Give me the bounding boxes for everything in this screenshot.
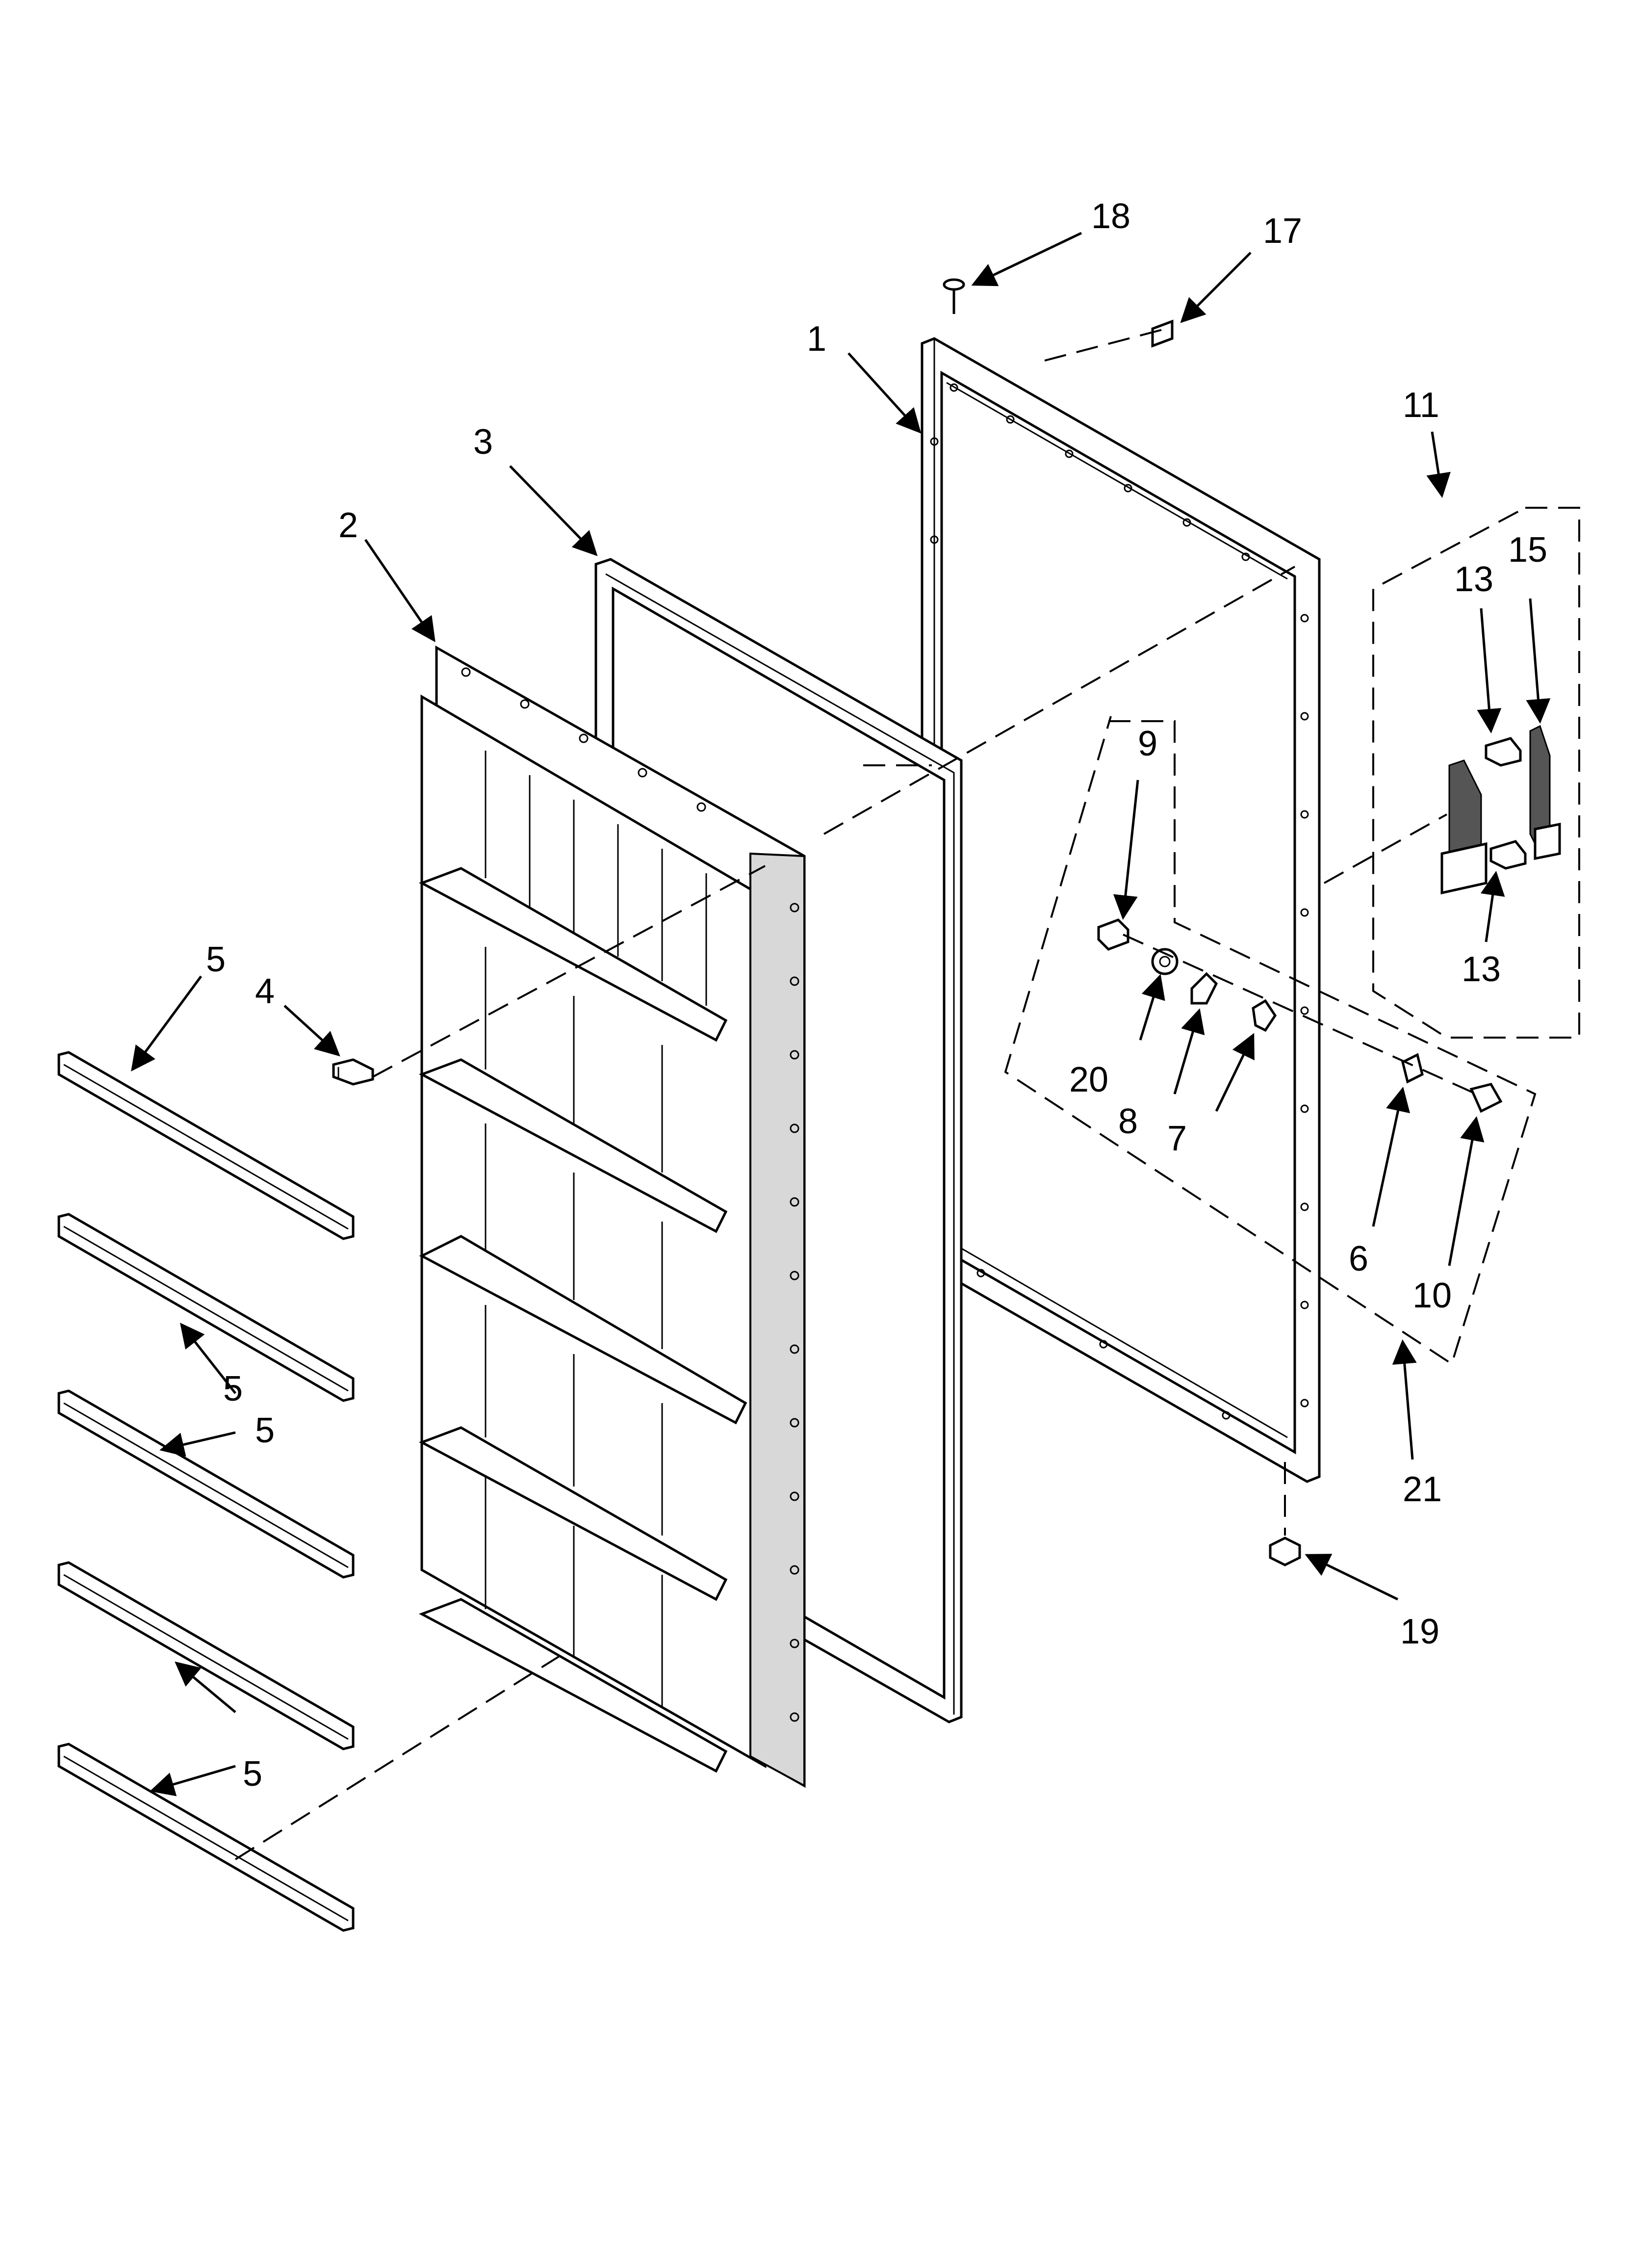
callout-11: 11 [1403, 386, 1439, 425]
callout-17: 15 [1508, 530, 1547, 570]
leader-arrows [131, 232, 1551, 1797]
hinge-parts [1097, 918, 1503, 1113]
liner-mounting-holes [461, 667, 799, 1722]
door-panel-frame [921, 337, 1321, 1483]
liner-shelves [418, 867, 747, 1773]
callout-4: 4 [255, 972, 275, 1011]
callout-5-a: 5 [206, 940, 226, 979]
callout-1: 1 [807, 319, 826, 359]
callout-7: 7 [1167, 1119, 1187, 1158]
callout-13-a: 13 [1454, 560, 1493, 599]
callout-10: 10 [1412, 1276, 1452, 1315]
shelf-retainer-bars [57, 1051, 355, 1932]
callout-21: 21 [1403, 1470, 1442, 1509]
callout-8: 8 [1118, 1102, 1138, 1141]
assembly-lines [234, 329, 1580, 1860]
callout-5-d: 5 [243, 1754, 262, 1794]
retainer-bar-1 [57, 1051, 355, 1240]
callout-9: 9 [1138, 724, 1157, 763]
callout-2: 2 [338, 506, 358, 545]
callout-5-c: 5 [255, 1411, 275, 1450]
plug-15 [1151, 319, 1174, 348]
inner-door-liner [418, 645, 806, 1788]
retainer-bar-3 [57, 1389, 355, 1579]
frame-holes [930, 383, 1309, 1420]
callout-labels: 18 17 1 3 2 4 5 5 5 5 11 13 15 13 9 20 8… [206, 197, 1547, 1794]
retainer-bar-2 [57, 1213, 355, 1402]
callout-19: 19 [1400, 1612, 1439, 1651]
hinge-bracket [1440, 725, 1561, 895]
callout-15: 17 [1263, 211, 1302, 251]
callout-6: 6 [1349, 1239, 1368, 1278]
callout-3: 3 [473, 422, 493, 462]
callout-13-b: 13 [1462, 950, 1501, 989]
retainer-bar-4 [57, 1561, 355, 1750]
screw-4 [332, 1058, 374, 1086]
callout-5-b: 5 [223, 1369, 243, 1408]
callout-20: 20 [1069, 1060, 1108, 1099]
nut-19 [1269, 1537, 1301, 1566]
callout-18: 18 [1091, 197, 1130, 236]
retainer-bar-5 [57, 1743, 355, 1932]
liner-ribs [485, 751, 707, 1707]
screw-18 [943, 278, 965, 314]
